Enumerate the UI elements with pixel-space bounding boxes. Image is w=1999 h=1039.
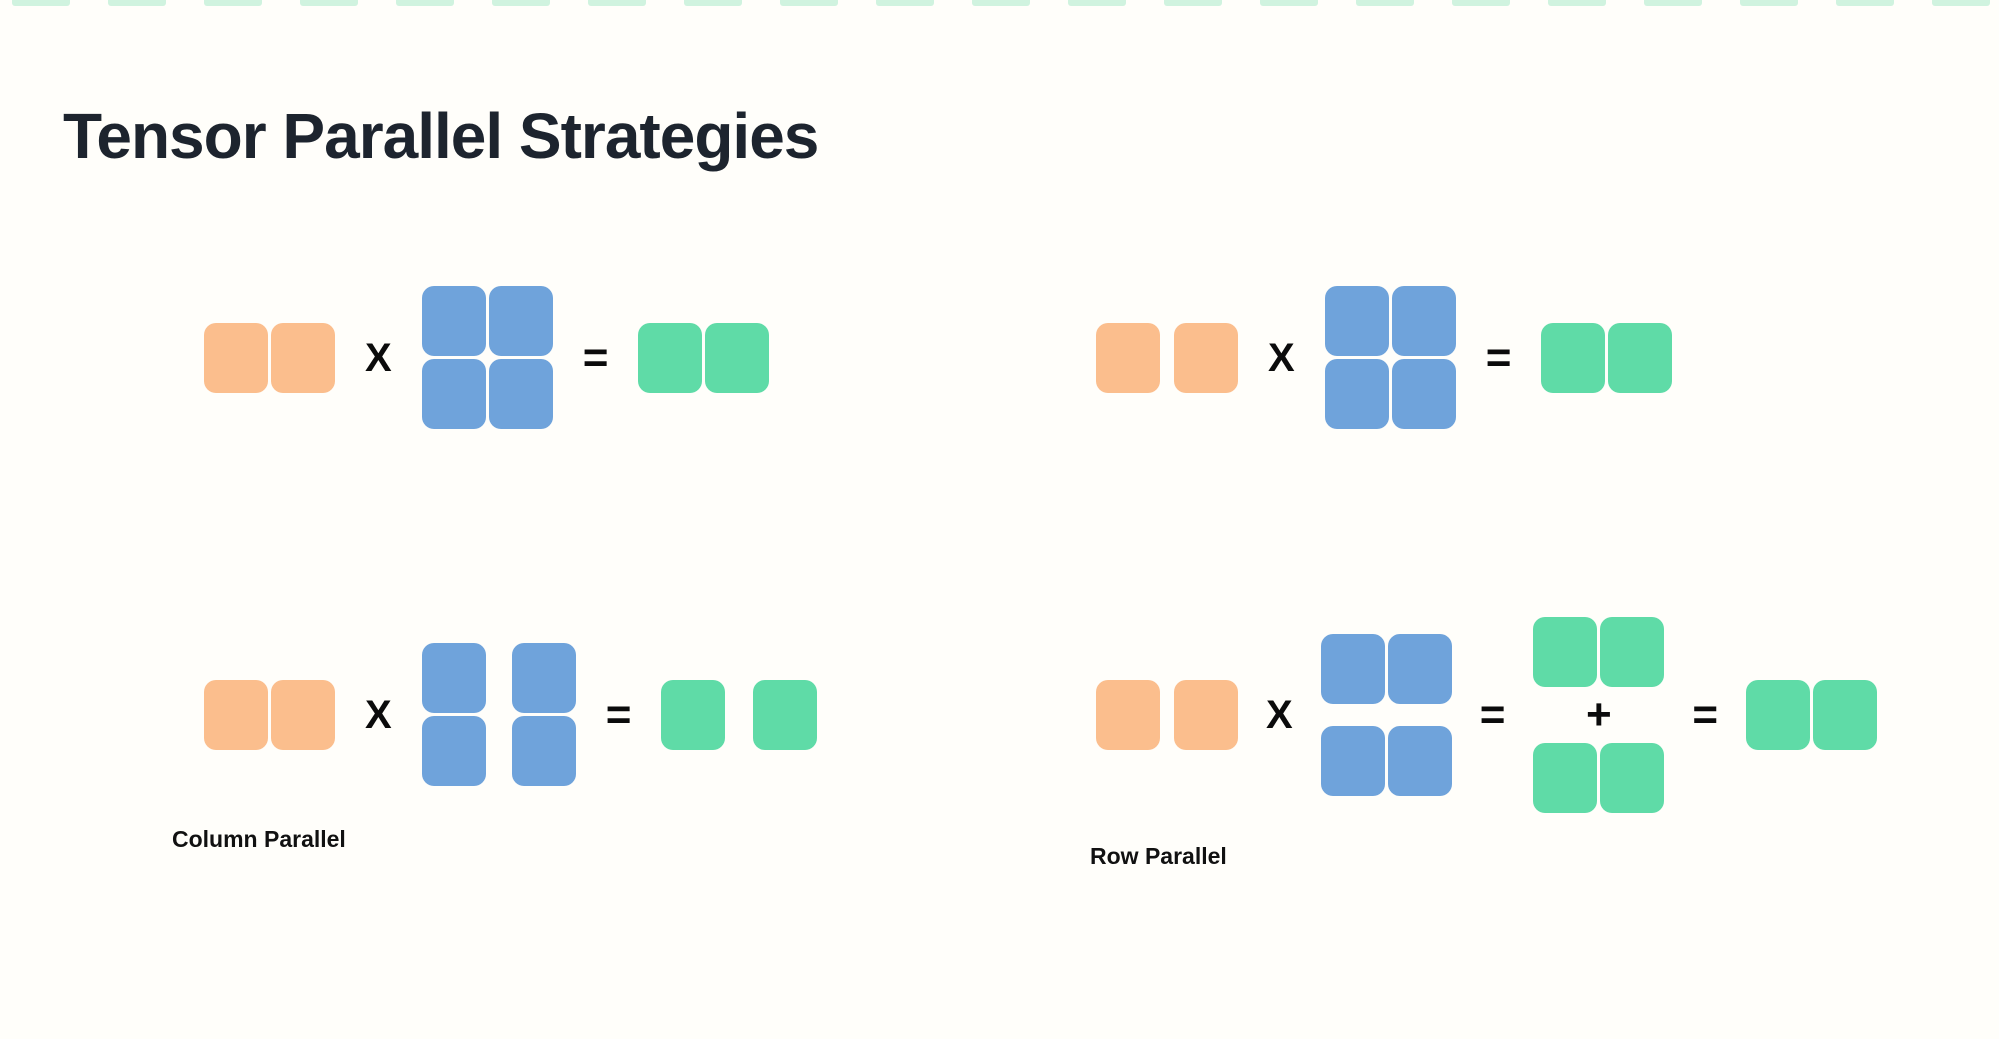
- top-strip-chip: [684, 0, 742, 6]
- weight-block: [511, 716, 576, 786]
- input-vector: [204, 679, 335, 750]
- multiply-operator: X: [365, 692, 392, 737]
- output-block: [753, 679, 818, 750]
- top-strip-chip: [1452, 0, 1510, 6]
- output-block: [1533, 617, 1598, 687]
- weight-block: [1324, 359, 1389, 429]
- weight-matrix-column-split: [421, 643, 576, 786]
- weight-column: [511, 643, 576, 786]
- weight-block: [1320, 726, 1385, 796]
- equals-operator: =: [605, 689, 632, 739]
- weight-block: [1324, 286, 1389, 356]
- top-strip-chip: [780, 0, 838, 6]
- input-block: [1174, 680, 1238, 750]
- input-block: [1174, 322, 1238, 393]
- weight-block: [421, 286, 486, 356]
- weight-column: [421, 643, 486, 786]
- output-block: [1533, 743, 1598, 813]
- top-strip-chip: [1164, 0, 1222, 6]
- weight-block: [488, 286, 553, 356]
- input-block: [271, 322, 335, 393]
- top-strip-chip: [876, 0, 934, 6]
- input-block: [204, 322, 268, 393]
- column-parallel-label: Column Parallel: [172, 826, 346, 852]
- weight-block: [421, 716, 486, 786]
- top-strip-chip: [1644, 0, 1702, 6]
- weight-block: [1391, 286, 1456, 356]
- weight-matrix: [1324, 286, 1456, 429]
- top-strip-chip: [1836, 0, 1894, 6]
- output-vector: [638, 322, 770, 393]
- partial-output-vector: [1533, 617, 1665, 687]
- diagram-column-parallel: X =: [204, 643, 818, 786]
- top-strip-chip: [492, 0, 550, 6]
- equals-operator: =: [1692, 690, 1719, 739]
- partial-output-vector: [1533, 743, 1665, 813]
- weight-block: [1387, 634, 1452, 704]
- weight-block: [1387, 726, 1452, 796]
- weight-block: [421, 359, 486, 429]
- top-strip-chip: [300, 0, 358, 6]
- top-strip-chip: [12, 0, 70, 6]
- input-block: [204, 679, 268, 750]
- output-block: [1746, 680, 1811, 750]
- top-strip-chip: [1068, 0, 1126, 6]
- equals-operator: =: [1479, 690, 1506, 739]
- top-strip-chip: [588, 0, 646, 6]
- input-vector: [204, 322, 335, 393]
- input-block: [1096, 322, 1160, 393]
- diagram-dense-right: X =: [1096, 286, 1673, 429]
- diagram-row-parallel: X = + =: [1096, 617, 1878, 813]
- output-vector-split: [661, 679, 818, 750]
- weight-block: [1391, 359, 1456, 429]
- output-block: [638, 322, 703, 393]
- top-strip-chip: [396, 0, 454, 6]
- input-vector: [1096, 322, 1238, 393]
- weight-block: [1320, 634, 1385, 704]
- multiply-operator: X: [1266, 693, 1293, 737]
- input-block: [271, 679, 335, 750]
- weight-block: [511, 643, 576, 713]
- top-strip-chip: [1260, 0, 1318, 6]
- row-parallel-label: Row Parallel: [1090, 843, 1227, 869]
- top-strip-chip: [108, 0, 166, 6]
- output-block: [661, 679, 726, 750]
- equals-operator: =: [582, 332, 609, 382]
- multiply-operator: X: [1268, 335, 1295, 380]
- output-vector: [1541, 322, 1673, 393]
- multiply-operator: X: [365, 335, 392, 380]
- top-strip-chip: [1356, 0, 1414, 6]
- weight-matrix: [421, 286, 553, 429]
- weight-block: [421, 643, 486, 713]
- output-block: [1600, 743, 1665, 813]
- partial-outputs-stack: +: [1533, 617, 1665, 813]
- top-strip-chip: [972, 0, 1030, 6]
- output-block: [1608, 322, 1673, 393]
- plus-operator: +: [1586, 690, 1612, 739]
- weight-matrix-row-split: [1320, 634, 1452, 796]
- output-block: [1813, 680, 1878, 750]
- output-block: [1600, 617, 1665, 687]
- weight-row: [1320, 726, 1452, 796]
- input-block: [1096, 680, 1160, 750]
- top-strip-chip: [204, 0, 262, 6]
- weight-block: [488, 359, 553, 429]
- output-block: [1541, 322, 1606, 393]
- input-vector: [1096, 680, 1238, 750]
- weight-row: [1320, 634, 1452, 704]
- top-strip-chip: [1932, 0, 1990, 6]
- top-strip-chip: [1740, 0, 1798, 6]
- top-strip-chip: [1548, 0, 1606, 6]
- equals-operator: =: [1485, 332, 1512, 382]
- top-decoration-strip: [12, 0, 1990, 6]
- output-block: [705, 322, 770, 393]
- page-title: Tensor Parallel Strategies: [63, 99, 819, 172]
- final-output-vector: [1746, 680, 1878, 750]
- diagram-dense-left: X =: [204, 286, 770, 429]
